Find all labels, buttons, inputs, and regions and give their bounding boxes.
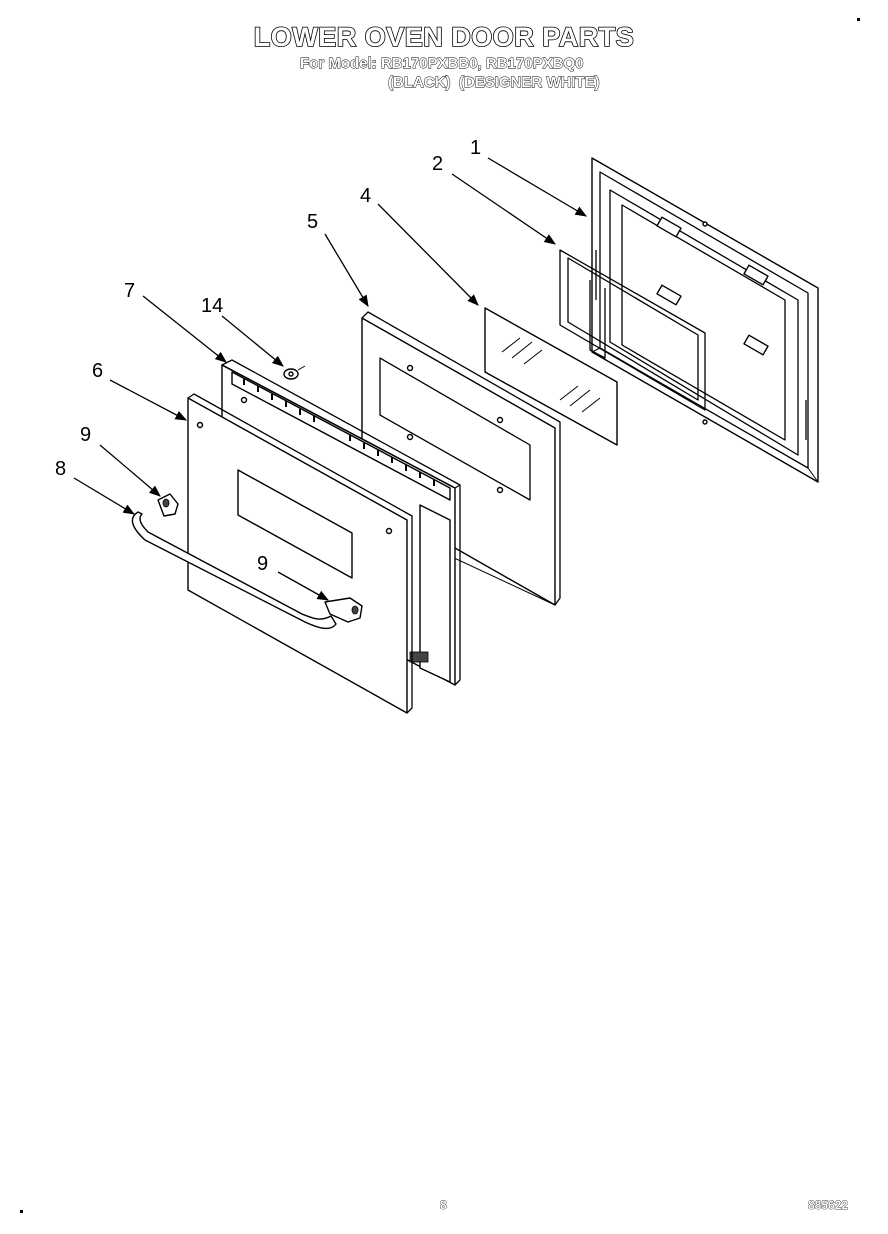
part-14-nut (283, 365, 306, 380)
callout-2: 2 (432, 153, 443, 175)
corner-mark-bottom-left (20, 1210, 23, 1213)
page-title: LOWER OVEN DOOR PARTS (253, 21, 635, 53)
corner-mark-top-right (857, 18, 860, 21)
part-2-retainer-frame (559, 249, 706, 411)
callout-7: 7 (124, 280, 135, 302)
document-number: 885622 (808, 1198, 849, 1213)
part-9-handle-bracket-left (157, 493, 179, 517)
page-number: 8 (440, 1198, 447, 1213)
part-6-outer-door-panel (187, 393, 413, 714)
part-5-glass-frame (361, 311, 561, 606)
callout-8: 8 (55, 458, 66, 480)
part-9-handle-bracket-right (324, 597, 363, 623)
callout-4: 4 (360, 185, 371, 207)
model-line: For Model: RB170PXBB0, RB170PXBQ0 (300, 55, 584, 73)
callout-9-right: 9 (257, 553, 268, 575)
leader-lines (73, 157, 588, 601)
callout-1: 1 (470, 137, 481, 159)
callout-14: 14 (201, 295, 223, 317)
callout-9-left: 9 (80, 424, 91, 446)
part-4-window-glass (484, 307, 618, 446)
color-line: (BLACK) (DESIGNER WHITE) (388, 74, 601, 92)
part-1-inner-door-panel (591, 157, 819, 483)
callout-5: 5 (307, 211, 318, 233)
part-8-door-handle (131, 511, 337, 630)
callout-6: 6 (92, 360, 103, 382)
